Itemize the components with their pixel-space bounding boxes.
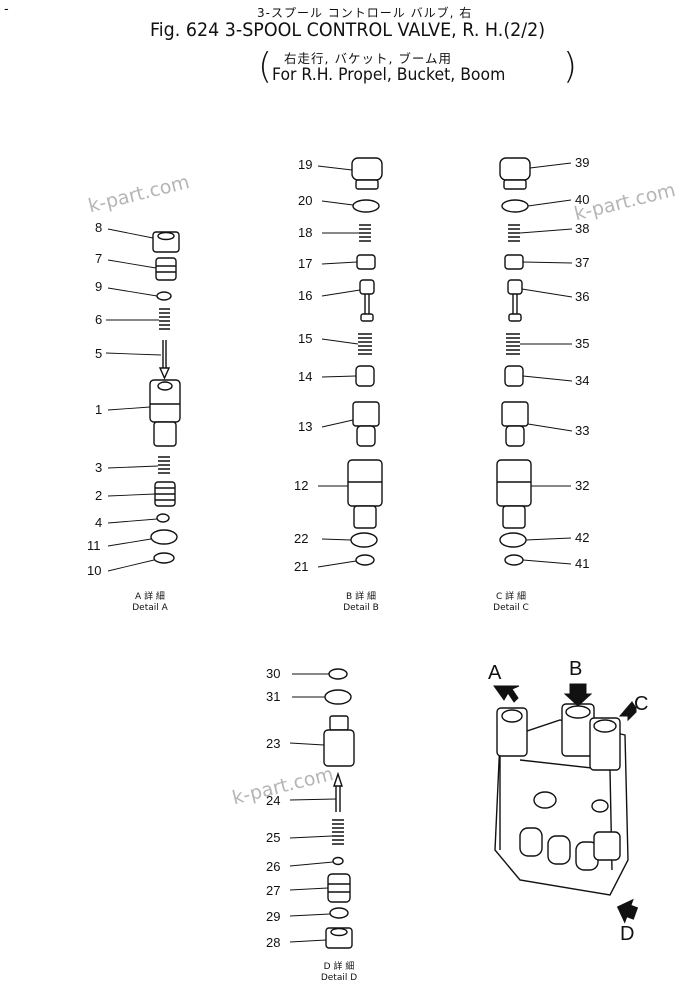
caption-detail-c: C 詳 細 Detail C [476,592,546,614]
part-label: 15 [298,331,313,346]
figure-subtitle: For R.H. Propel, Bucket, Boom [272,65,506,85]
figure-title: Fig. 624 3-SPOOL CONTROL VALVE, R. H.(2/… [150,19,546,41]
caption-detail-d: D 詳 細 Detail D [304,962,374,984]
part-label: 7 [95,251,103,266]
corner-mark: - [4,2,9,17]
detail-d-parts [323,668,355,949]
subtitle-japanese: 右走行, バケット, ブーム用 [284,51,453,66]
part-label: 5 [95,346,103,361]
part-label: 4 [95,515,103,530]
part-label: 14 [298,369,313,384]
detail-b-parts [347,157,383,566]
part-label: 34 [575,373,590,388]
part-label: 21 [294,559,309,574]
part-label: 11 [87,538,101,553]
caption-detail-b: B 詳 細 Detail B [326,592,396,614]
part-label: 10 [87,563,102,578]
caption-en: Detail B [343,603,379,613]
part-label: 6 [95,312,103,327]
part-label: 35 [575,336,590,351]
part-label: 16 [298,288,313,303]
part-label: 20 [298,193,313,208]
subtitle-paren-close: ) [563,46,578,87]
part-label: 41 [575,556,590,571]
caption-jp: A 詳 細 [135,592,165,602]
part-label: 19 [298,157,313,172]
part-label: 2 [95,488,103,503]
part-label: 24 [266,793,281,808]
part-label: 12 [294,478,309,493]
caption-jp: D 詳 細 [323,962,355,972]
view-label-d: D [620,923,635,945]
part-label: 18 [298,225,313,240]
part-label: 17 [298,256,313,271]
part-label: 28 [266,935,281,950]
part-label: 39 [575,155,590,170]
part-label: 23 [266,736,281,751]
part-label: 8 [95,220,103,235]
part-label: 36 [575,289,590,304]
caption-en: Detail A [132,603,168,613]
title-japanese: 3-スプール コントロール バルブ, 右 [257,6,473,20]
caption-detail-a: A 詳 細 Detail A [115,592,185,614]
part-label: 26 [266,859,281,874]
part-label: 27 [266,883,281,898]
part-label: 22 [294,531,309,546]
view-label-c: C [634,693,649,715]
part-label: 30 [266,666,281,681]
part-label: 32 [575,478,590,493]
part-label: 13 [298,419,313,434]
subtitle-paren-open: ( [258,46,273,87]
part-label: 25 [266,830,281,845]
part-label: 1 [95,402,103,417]
part-label: 29 [266,909,281,924]
detail-a-parts [149,231,181,564]
part-label: 9 [95,279,103,294]
part-label: 37 [575,255,590,270]
view-label-a: A [488,662,502,684]
caption-en: Detail D [320,973,358,983]
view-label-b: B [569,658,583,680]
part-label: 42 [575,530,590,545]
part-label: 3 [95,460,103,475]
detail-c-parts [496,157,532,566]
part-label: 33 [575,423,590,438]
valve-assembly-view [494,703,629,896]
caption-jp: C 詳 細 [495,592,526,602]
part-label: 38 [575,221,590,236]
caption-jp: B 詳 細 [346,592,376,602]
part-label: 31 [266,689,281,704]
caption-en: Detail C [493,603,529,613]
part-label: 40 [575,192,590,207]
